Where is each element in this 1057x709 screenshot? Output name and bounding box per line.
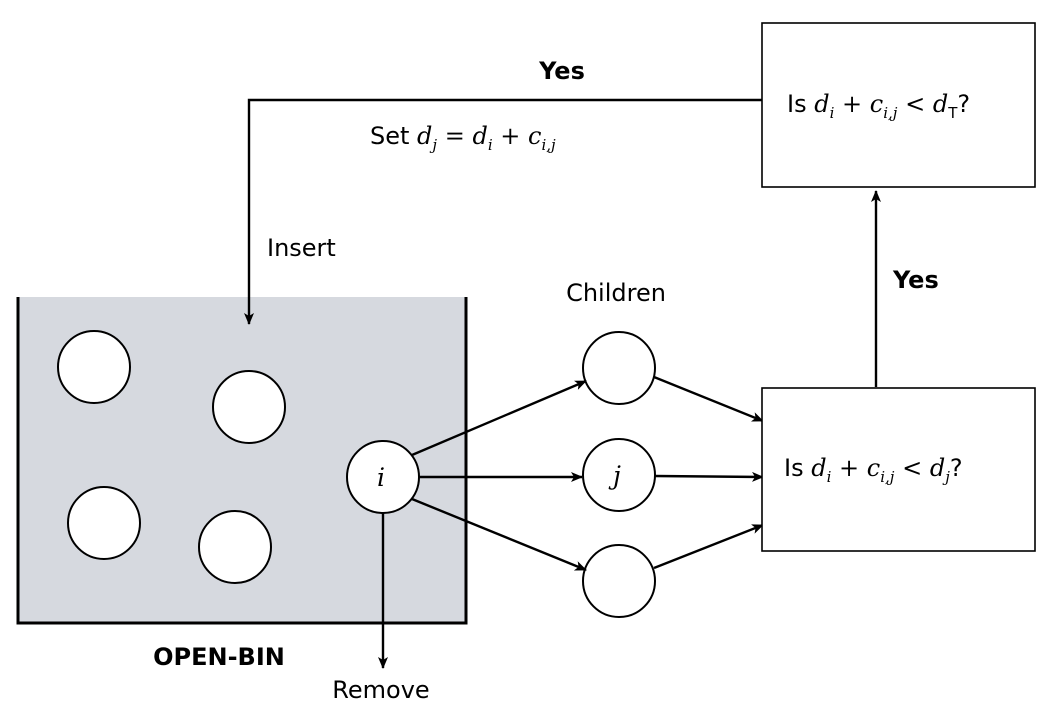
decision-top-text: Is di + ci,j < dT? (787, 90, 970, 122)
child-node-top (582, 331, 656, 405)
edge-j-to-box (654, 471, 764, 482)
edge-yes-insert (244, 98, 762, 325)
edge-child-bottom-to-box (653, 523, 764, 570)
bin-node-1 (57, 330, 131, 404)
edge-i-to-child-bottom (411, 497, 587, 572)
decision-box-bottom (761, 387, 1036, 552)
yes-top-label: Yes (538, 57, 585, 85)
insert-label: Insert (267, 234, 336, 262)
decision-box-top (761, 22, 1036, 188)
bin-node-3 (67, 486, 141, 560)
open-bin-label: OPEN-BIN (153, 643, 285, 671)
node-i-label: i (377, 463, 385, 492)
remove-label: Remove (332, 676, 429, 704)
bin-node-2 (212, 370, 286, 444)
edge-child-top-to-box (653, 375, 764, 423)
child-node-bottom (582, 544, 656, 618)
edge-i-to-child-top (411, 379, 587, 457)
bin-node-4 (198, 510, 272, 584)
decision-bottom-text: Is di + ci,j < dj? (784, 454, 963, 486)
open-bin-walls (16, 297, 468, 625)
node-j (582, 438, 656, 512)
set-assignment-text: Set dj = di + ci,j (370, 122, 556, 154)
yes-right-label: Yes (892, 266, 939, 294)
children-label: Children (566, 279, 666, 307)
